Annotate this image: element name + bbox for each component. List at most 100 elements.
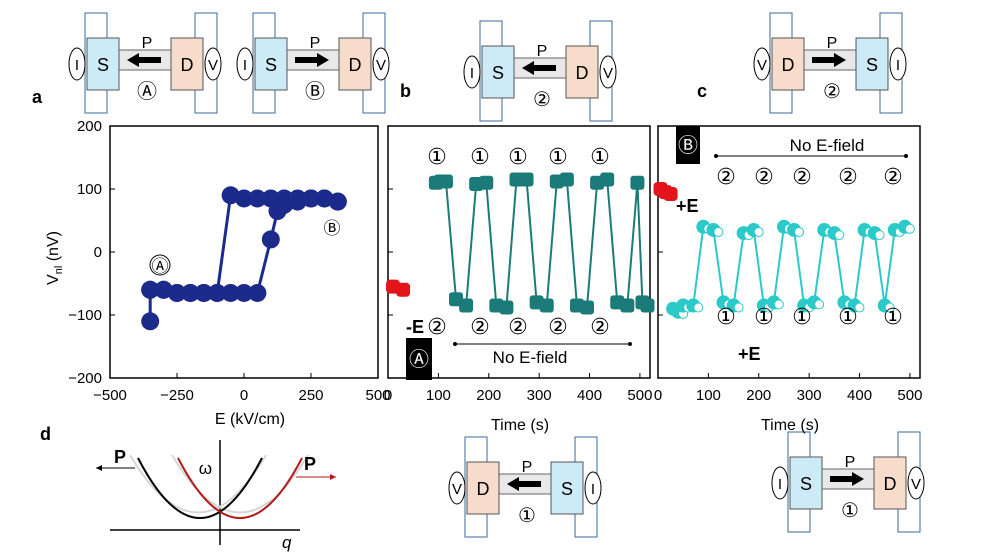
device-left-meter-label: I bbox=[243, 57, 247, 74]
panel-b-point bbox=[459, 298, 474, 313]
panel-a-xtick-label: 500 bbox=[365, 387, 390, 404]
panel-b-top-state-label: ① bbox=[508, 145, 528, 170]
panel-c-point-marker bbox=[693, 302, 704, 313]
panel-b-top-state-label: ① bbox=[590, 145, 610, 170]
device-left-meter-label: I bbox=[75, 57, 79, 74]
panel-b-bottom-state-label: ② bbox=[470, 315, 490, 340]
panel-b-bottom-state-label: ② bbox=[590, 315, 610, 340]
panel-c-xtick-label: 200 bbox=[746, 387, 771, 404]
panel-b-xlabel: Time (s) bbox=[491, 417, 549, 434]
device-p-label: P bbox=[827, 35, 838, 52]
panel-a-point bbox=[221, 283, 240, 302]
device-polarization-arrow bbox=[507, 477, 541, 491]
panel-c-state-label: Ⓑ bbox=[678, 134, 698, 157]
panel-c-top-state-label: ② bbox=[716, 165, 736, 190]
panel-a-point bbox=[208, 283, 227, 302]
panel-b-top-state-label: ① bbox=[548, 145, 568, 170]
device-right-letter: D bbox=[576, 63, 589, 83]
panel-b-point bbox=[539, 298, 554, 313]
panel-b-xtick-label: 400 bbox=[577, 387, 602, 404]
device-left-meter-label: V bbox=[757, 57, 767, 74]
panel-c-noe-dot-left bbox=[714, 154, 718, 158]
device-right-meter bbox=[889, 47, 907, 81]
device-right-contact bbox=[550, 461, 584, 515]
device-left-letter: S bbox=[492, 63, 504, 83]
panel-b-xtick-label: 300 bbox=[527, 387, 552, 404]
device-left-letter: S bbox=[265, 55, 277, 75]
panel-c-point-marker bbox=[904, 223, 915, 234]
device-p-label: P bbox=[142, 35, 153, 52]
device-left-contact bbox=[86, 37, 120, 91]
panel-c-point-marker bbox=[874, 230, 885, 241]
panel-b-state-label: Ⓐ bbox=[409, 348, 429, 371]
device-left-meter-label: I bbox=[470, 65, 474, 82]
device-right-meter-label: V bbox=[603, 65, 613, 82]
panel-a-xtick-label: 0 bbox=[240, 387, 248, 404]
device-right-meter-label: V bbox=[208, 57, 218, 74]
device-polarization-arrow bbox=[127, 53, 161, 67]
panel-b-point bbox=[620, 298, 635, 313]
panel-c-xtick-label: 0 bbox=[654, 387, 662, 404]
panel-c-bottom-state-label: ① bbox=[716, 305, 736, 330]
device-polarization-arrow bbox=[812, 53, 846, 67]
panel-a-point bbox=[141, 280, 160, 299]
panel-c-pulse-point bbox=[663, 187, 678, 202]
panel-a-xlabel: E (kV/cm) bbox=[215, 411, 285, 428]
device-right-letter: D bbox=[884, 474, 897, 494]
device-polarization-arrow bbox=[295, 53, 329, 67]
device-right-contact bbox=[873, 456, 907, 510]
panel-label-d: d bbox=[40, 424, 51, 444]
device-left-meter bbox=[68, 47, 86, 81]
panel-c-xtick-label: 300 bbox=[797, 387, 822, 404]
panel-b-pulse-point bbox=[396, 282, 411, 297]
device-left-meter bbox=[448, 471, 466, 505]
panel-d-q-label: q bbox=[282, 533, 292, 552]
panel-a-point bbox=[154, 280, 173, 299]
panel-c-top-state-label: ② bbox=[792, 165, 812, 190]
panel-b-field-label: -E bbox=[406, 317, 424, 337]
panel-c-point-marker bbox=[854, 302, 865, 313]
panel-label-a: a bbox=[32, 87, 43, 107]
panel-c-xtick-label: 500 bbox=[897, 387, 922, 404]
panel-c-point-marker bbox=[713, 226, 724, 237]
device-right-meter bbox=[599, 55, 617, 89]
panel-a-annot-B: Ⓑ bbox=[324, 219, 341, 238]
panel-c-noe-label: No E-field bbox=[790, 136, 865, 155]
panel-a-point bbox=[168, 283, 186, 302]
panel-a-xtick-label: −250 bbox=[160, 387, 194, 404]
panel-a-point bbox=[261, 230, 280, 249]
device-left-meter-label: V bbox=[452, 481, 462, 498]
panel-c-point-marker bbox=[794, 226, 805, 237]
panel-c-point-marker bbox=[814, 299, 825, 310]
panel-c-bottom-state-label: ① bbox=[792, 305, 812, 330]
device-state-label: Ⓑ bbox=[305, 79, 325, 103]
panel-b-state-box bbox=[406, 338, 432, 380]
device-left-meter bbox=[771, 466, 789, 500]
panel-a-annot-A-circle bbox=[149, 254, 171, 276]
device-right-meter bbox=[204, 47, 222, 81]
device-left-letter: S bbox=[800, 474, 812, 494]
device-p-label: P bbox=[537, 43, 548, 60]
panel-a-xtick-label: 250 bbox=[298, 387, 323, 404]
device-right-meter-label: V bbox=[911, 476, 921, 493]
device-right-contact bbox=[338, 37, 372, 91]
panel-c-trace-line bbox=[672, 225, 906, 314]
panel-b-xtick-label: 200 bbox=[476, 387, 501, 404]
panel-a-point bbox=[275, 189, 294, 208]
device-right-meter-label: V bbox=[376, 57, 386, 74]
device-p-label: P bbox=[522, 459, 533, 476]
panel-d-dispersion: ω q P P bbox=[96, 440, 336, 552]
panel-d-right-p: P bbox=[304, 454, 316, 474]
panel-d-right-arrowhead bbox=[330, 474, 336, 480]
panel-c-top-state-label: ② bbox=[754, 165, 774, 190]
panel-b-point bbox=[499, 300, 514, 315]
panel-c-field-label-top: +E bbox=[676, 196, 699, 216]
panel-a-point bbox=[235, 283, 253, 302]
panel-c-xtick-label: 100 bbox=[696, 387, 721, 404]
device-left-letter: D bbox=[477, 479, 490, 499]
panel-c-bottom-state-label: ① bbox=[883, 305, 903, 330]
panel-b-noe-dot-left bbox=[453, 342, 457, 346]
